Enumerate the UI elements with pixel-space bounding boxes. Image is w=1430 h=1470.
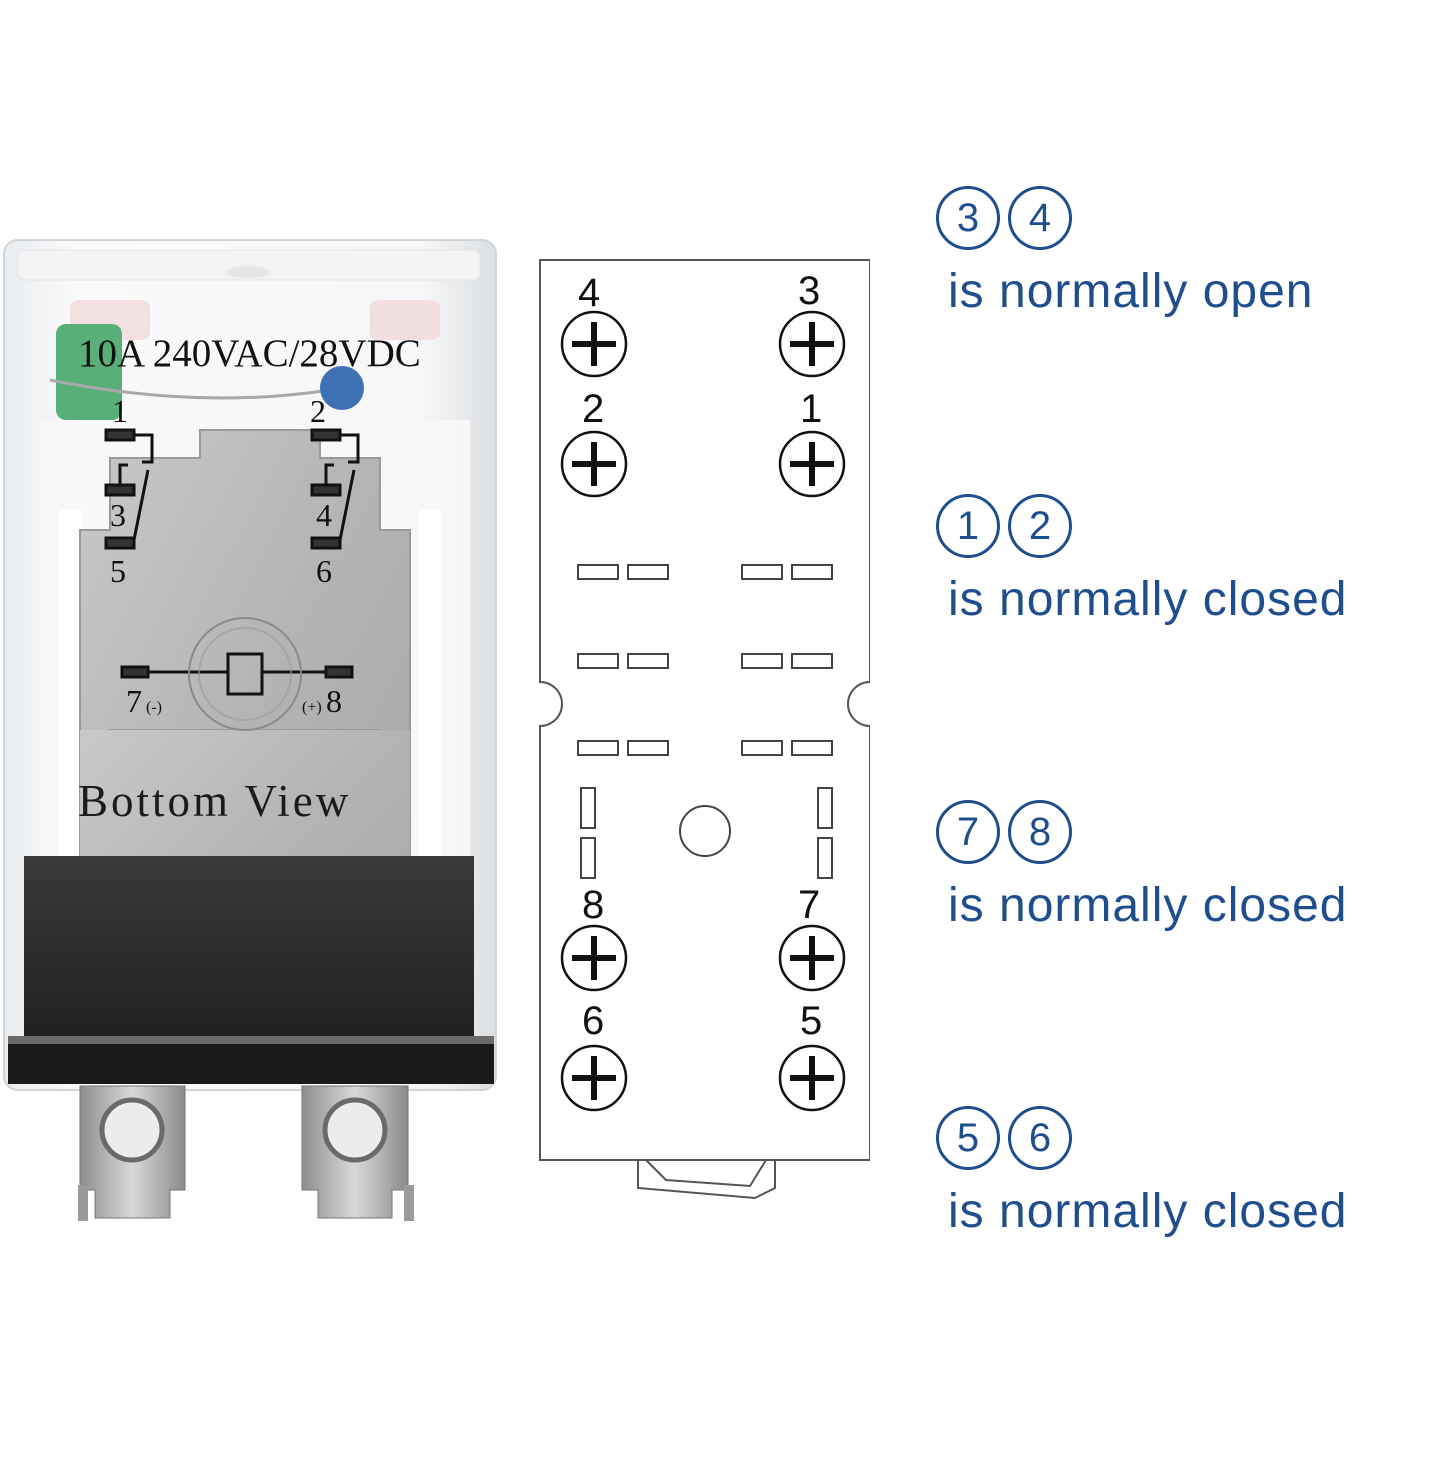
relay-pins: [78, 1085, 414, 1221]
plate-number-2: 2: [310, 393, 326, 429]
pin-badge: 3: [936, 186, 1000, 250]
terminal-label-5: 5: [800, 999, 822, 1043]
contact-description: is normally open: [948, 265, 1314, 318]
led-component: [56, 324, 122, 420]
rating-label: 10A 240VAC/28VDC: [78, 332, 421, 375]
legend-closed-7-8: 7 8 is normally closed: [936, 796, 1426, 933]
legend-closed-1-2: 1 2 is normally closed: [936, 490, 1426, 627]
center-hole: [679, 805, 731, 857]
coil-window: [188, 617, 302, 731]
view-label: Bottom View: [78, 776, 351, 826]
plate-number-7: 7: [126, 683, 142, 719]
terminal-screw-5: [778, 1044, 846, 1112]
terminal-label-3: 3: [798, 269, 820, 313]
terminal-label-8: 8: [582, 883, 604, 927]
pin-pair: 1 2: [936, 490, 1426, 562]
terminal-label-4: 4: [578, 271, 600, 315]
relay-illustration: 10A 240VAC/28VDC 1 2: [3, 239, 497, 1221]
contact-description: is normally closed: [948, 573, 1348, 626]
product-diagram: 10A 240VAC/28VDC 1 2: [3, 182, 1426, 1239]
legend-open-3-4: 3 4 is normally open: [936, 182, 1426, 319]
pin-slots: [577, 564, 833, 879]
contact-description: is normally closed: [948, 879, 1348, 932]
plate-number-1: 1: [112, 393, 128, 429]
terminal-label-2: 2: [582, 387, 604, 431]
pin-badge: 5: [936, 1106, 1000, 1170]
terminal-screw-6: [560, 1044, 628, 1112]
terminal-label-7: 7: [798, 883, 820, 927]
terminal-label-1: 1: [800, 387, 822, 431]
terminal-screw-7: [778, 924, 846, 992]
plate-number-8: 8: [326, 683, 342, 719]
pin-badge: 8: [1008, 800, 1072, 864]
plate-number-3: 3: [110, 497, 126, 533]
pin-pair: 3 4: [936, 182, 1426, 254]
socket-diagram: 4 3 2 1 8 7 6 5: [539, 259, 870, 1200]
pin-pair: 5 6: [936, 1102, 1426, 1174]
plate-number-6: 6: [316, 553, 332, 589]
pin-badge: 6: [1008, 1106, 1072, 1170]
legend-closed-5-6: 5 6 is normally closed: [936, 1102, 1426, 1239]
plate-number-4: 4: [316, 497, 332, 533]
pin-pair: 7 8: [936, 796, 1426, 868]
capacitor: [320, 366, 364, 410]
contact-description: is normally closed: [948, 1185, 1348, 1238]
terminal-screw-8: [560, 924, 628, 992]
terminal-label-6: 6: [582, 999, 604, 1043]
pin-badge: 4: [1008, 186, 1072, 250]
pin-badge: 1: [936, 494, 1000, 558]
contact-schematic: [104, 428, 360, 696]
polarity-minus: (-): [146, 699, 162, 716]
terminal-screw-3: [778, 310, 846, 378]
plate-number-5: 5: [110, 553, 126, 589]
terminal-screw-2: [560, 430, 628, 498]
polarity-plus: (+): [302, 699, 322, 716]
terminal-screw-1: [778, 430, 846, 498]
socket-tab: [637, 1160, 776, 1200]
pin-badge: 2: [1008, 494, 1072, 558]
terminal-screw-4: [560, 310, 628, 378]
pin-badge: 7: [936, 800, 1000, 864]
